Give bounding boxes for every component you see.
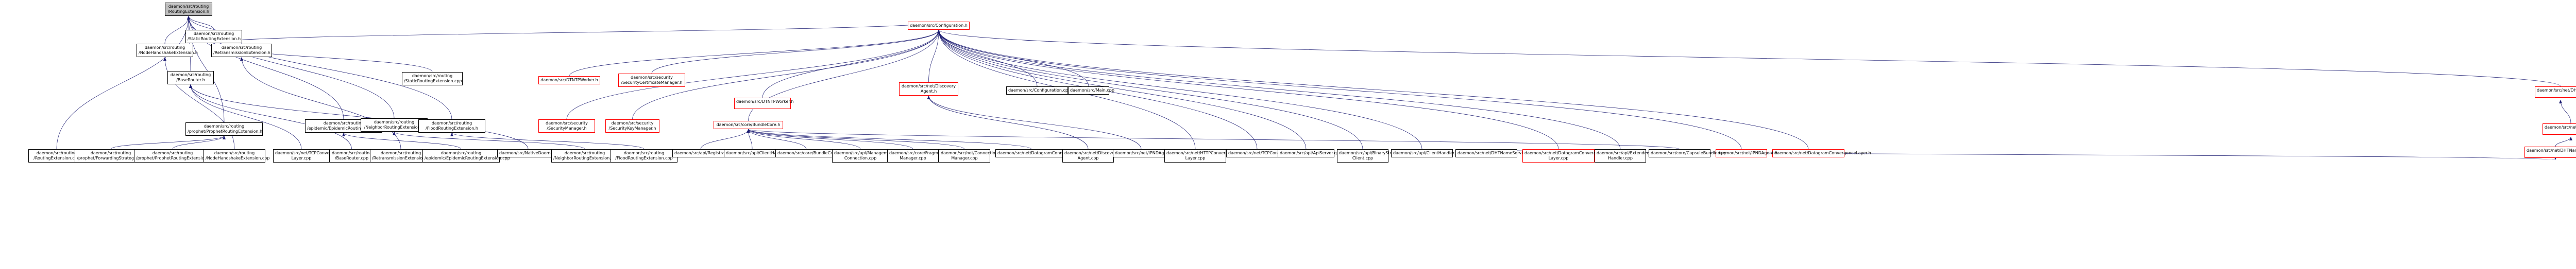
edge [212,21,939,44]
edge [189,84,529,150]
edge [937,29,1621,150]
edge [937,29,1038,87]
edge [747,129,965,150]
node-ipnd-h[interactable]: daemon/src/net/IPNDAgent.h [1716,149,1777,157]
node-ext-client-cpp[interactable]: daemon/src/api/ClientHandler.cpp [1391,149,1463,157]
node-frag-cpp[interactable]: daemon/src/api/Registration.cpp [672,149,741,157]
edge [566,29,940,120]
node-native-cpp[interactable]: daemon/src/NativeDaemon.cpp [497,149,564,157]
edge [393,131,585,150]
node-flooding-h[interactable]: daemon/src/routing /FloodRoutingExtensio… [418,119,485,133]
node-binary-stream-cpp[interactable]: daemon/src/api/BinaryStream Client.cpp [1337,149,1400,163]
edge [937,29,1559,150]
edge [747,129,913,150]
edge [747,129,861,150]
node-configuration-h[interactable]: daemon/src/Configuration.h [908,22,970,30]
node-seccert-h[interactable]: daemon/src/security /SecurityCertificate… [618,74,685,87]
node-dgram-conn-cpp[interactable]: daemon/src/net/DatagramConnection.cpp [995,149,1084,157]
edge [189,84,352,150]
node-static-rext-h[interactable]: daemon/src/routing /StaticRoutingExtensi… [185,30,242,43]
node-dht-cpp[interactable]: daemon/src/net/DHTNameService.cpp [1455,149,1536,157]
edge [172,135,226,150]
node-bundlecore-cpp[interactable]: daemon/src/core/BundleCore.cpp [775,149,846,157]
node-dtntpworker-h[interactable]: daemon/src/DTNTPWorker.h [538,76,600,84]
node-retransmission-h[interactable]: daemon/src/routing /RetransmissionExtens… [211,44,272,57]
node-prophet-rext-cpp[interactable]: daemon/src/routing /prophet/ProphetRouti… [134,149,216,163]
node-extended-cpp[interactable]: daemon/src/api/ExtendedApi Handler.cpp [1595,149,1656,163]
edge [110,135,226,150]
node-frag-mgr-cpp[interactable]: daemon/src/core/Fragment Manager.cpp [887,149,945,163]
edge [632,29,940,120]
edge [937,29,1809,150]
edge [762,29,940,98]
node-dtnd-dgram-svc-h[interactable]: daemon/src/net/DHTNameService.h [2535,86,2576,98]
node-api-server-cpp[interactable]: daemon/src/api/ApiServer.cpp [1278,149,1342,157]
edge [937,29,2561,87]
edge [937,29,1742,150]
node-ntpworker-h[interactable]: daemon/src/DTNTPWorker.h [734,98,794,109]
node-seckey-h[interactable]: daemon/src/security /SecurityKeyManager.… [605,119,659,133]
edge [747,129,1680,150]
edge [928,29,940,83]
node-http-cl-cpp[interactable]: daemon/src/net/HTTPConvergence Layer.cpp [1164,149,1238,163]
edge [342,132,462,150]
node-conn-mgr-cpp[interactable]: daemon/src/net/Connection Manager.cpp [939,149,998,163]
node-epidemic-cpp[interactable]: daemon/src/routing /epidemic/EpidemicRou… [422,149,510,163]
node-dht-svc-h[interactable]: daemon/src/net/DHTNameService.h [2524,147,2576,158]
edge [569,29,940,77]
node-client-cpp[interactable]: daemon/src/api/ClientHandler.cpp [724,149,796,157]
edge [747,129,807,150]
node-discovery-h[interactable]: daemon/src/net/Discovery Agent.h [899,82,958,96]
edge [2555,136,2572,147]
node-bundlecore-h[interactable]: daemon/src/core/BundleCore.h [714,121,783,129]
node-disc-agent-cpp[interactable]: daemon/src/net/Discovery Agent.cpp [1062,149,1118,163]
node-capsule-cpp[interactable]: daemon/src/core/CapsuleBundle.cpp [1649,149,1726,157]
node-base-router-h[interactable]: daemon/src/routing /BaseRouter.h [167,71,214,84]
node-neighbor-cpp[interactable]: daemon/src/routing /NeighborRoutingExten… [551,149,618,163]
edge [164,15,190,44]
node-flood-cpp[interactable]: daemon/src/routing /FloodRoutingExtensio… [611,149,677,163]
edge [56,15,190,150]
node-dhtworker-h[interactable]: daemon/src/net/DHTNameService.h [2543,123,2576,135]
node-ipnd-cpp[interactable]: daemon/src/net/IPNDAgent.cpp [1113,149,1180,157]
node-dtnd-dgram-h[interactable]: daemon/src/net/DatagramConvergenceLayer.… [1772,149,1871,157]
edge [240,57,401,150]
edge [927,95,1089,150]
edge [189,84,302,150]
node-base-router-cpp[interactable]: daemon/src/routing /BaseRouter.cpp [330,149,374,163]
edge [2559,99,2571,124]
edge [747,129,1032,150]
node-static-rext-cpp[interactable]: daemon/src/routing /StaticRoutingExtensi… [402,72,463,85]
node-cfg-cpp[interactable]: daemon/src/Configuration.cpp [1006,86,1071,95]
node-tcp-cl-h[interactable]: daemon/src/net/TCPConvergence Layer.cpp [273,149,344,163]
node-secmanager-h[interactable]: daemon/src/security /SecurityManager.h [538,119,595,133]
edge [187,15,214,30]
node-prophet-h[interactable]: daemon/src/routing /prophet/ProphetRouti… [185,122,263,136]
edge [937,29,1307,150]
node-main-cpp[interactable]: daemon/src/Main.cpp [1068,86,1114,95]
node-dgram-cl-cpp[interactable]: daemon/src/net/DatagramConvergence Layer… [1522,149,1606,163]
edge [937,29,1422,150]
node-node-handshake-h[interactable]: daemon/src/routing /NodeHandshakeExtensi… [137,44,198,57]
edge [187,15,191,71]
edge [651,29,940,74]
edge [927,95,1142,150]
node-neighbor-h[interactable]: daemon/src/routing /NeighborRoutingExten… [361,118,428,132]
edge [937,29,1363,150]
node-mgmt-cpp[interactable]: daemon/src/api/Management Connection.cpp [832,149,894,163]
edge [700,129,750,150]
node-retrans-cpp[interactable]: daemon/src/routing /RetransmissionExtens… [370,149,434,163]
node-root: daemon/src/routing /RoutingExtension.h [165,3,212,16]
node-node-handshake-cpp[interactable]: daemon/src/routing /NodeHandshakeExtensi… [204,149,269,163]
edge [450,132,645,150]
